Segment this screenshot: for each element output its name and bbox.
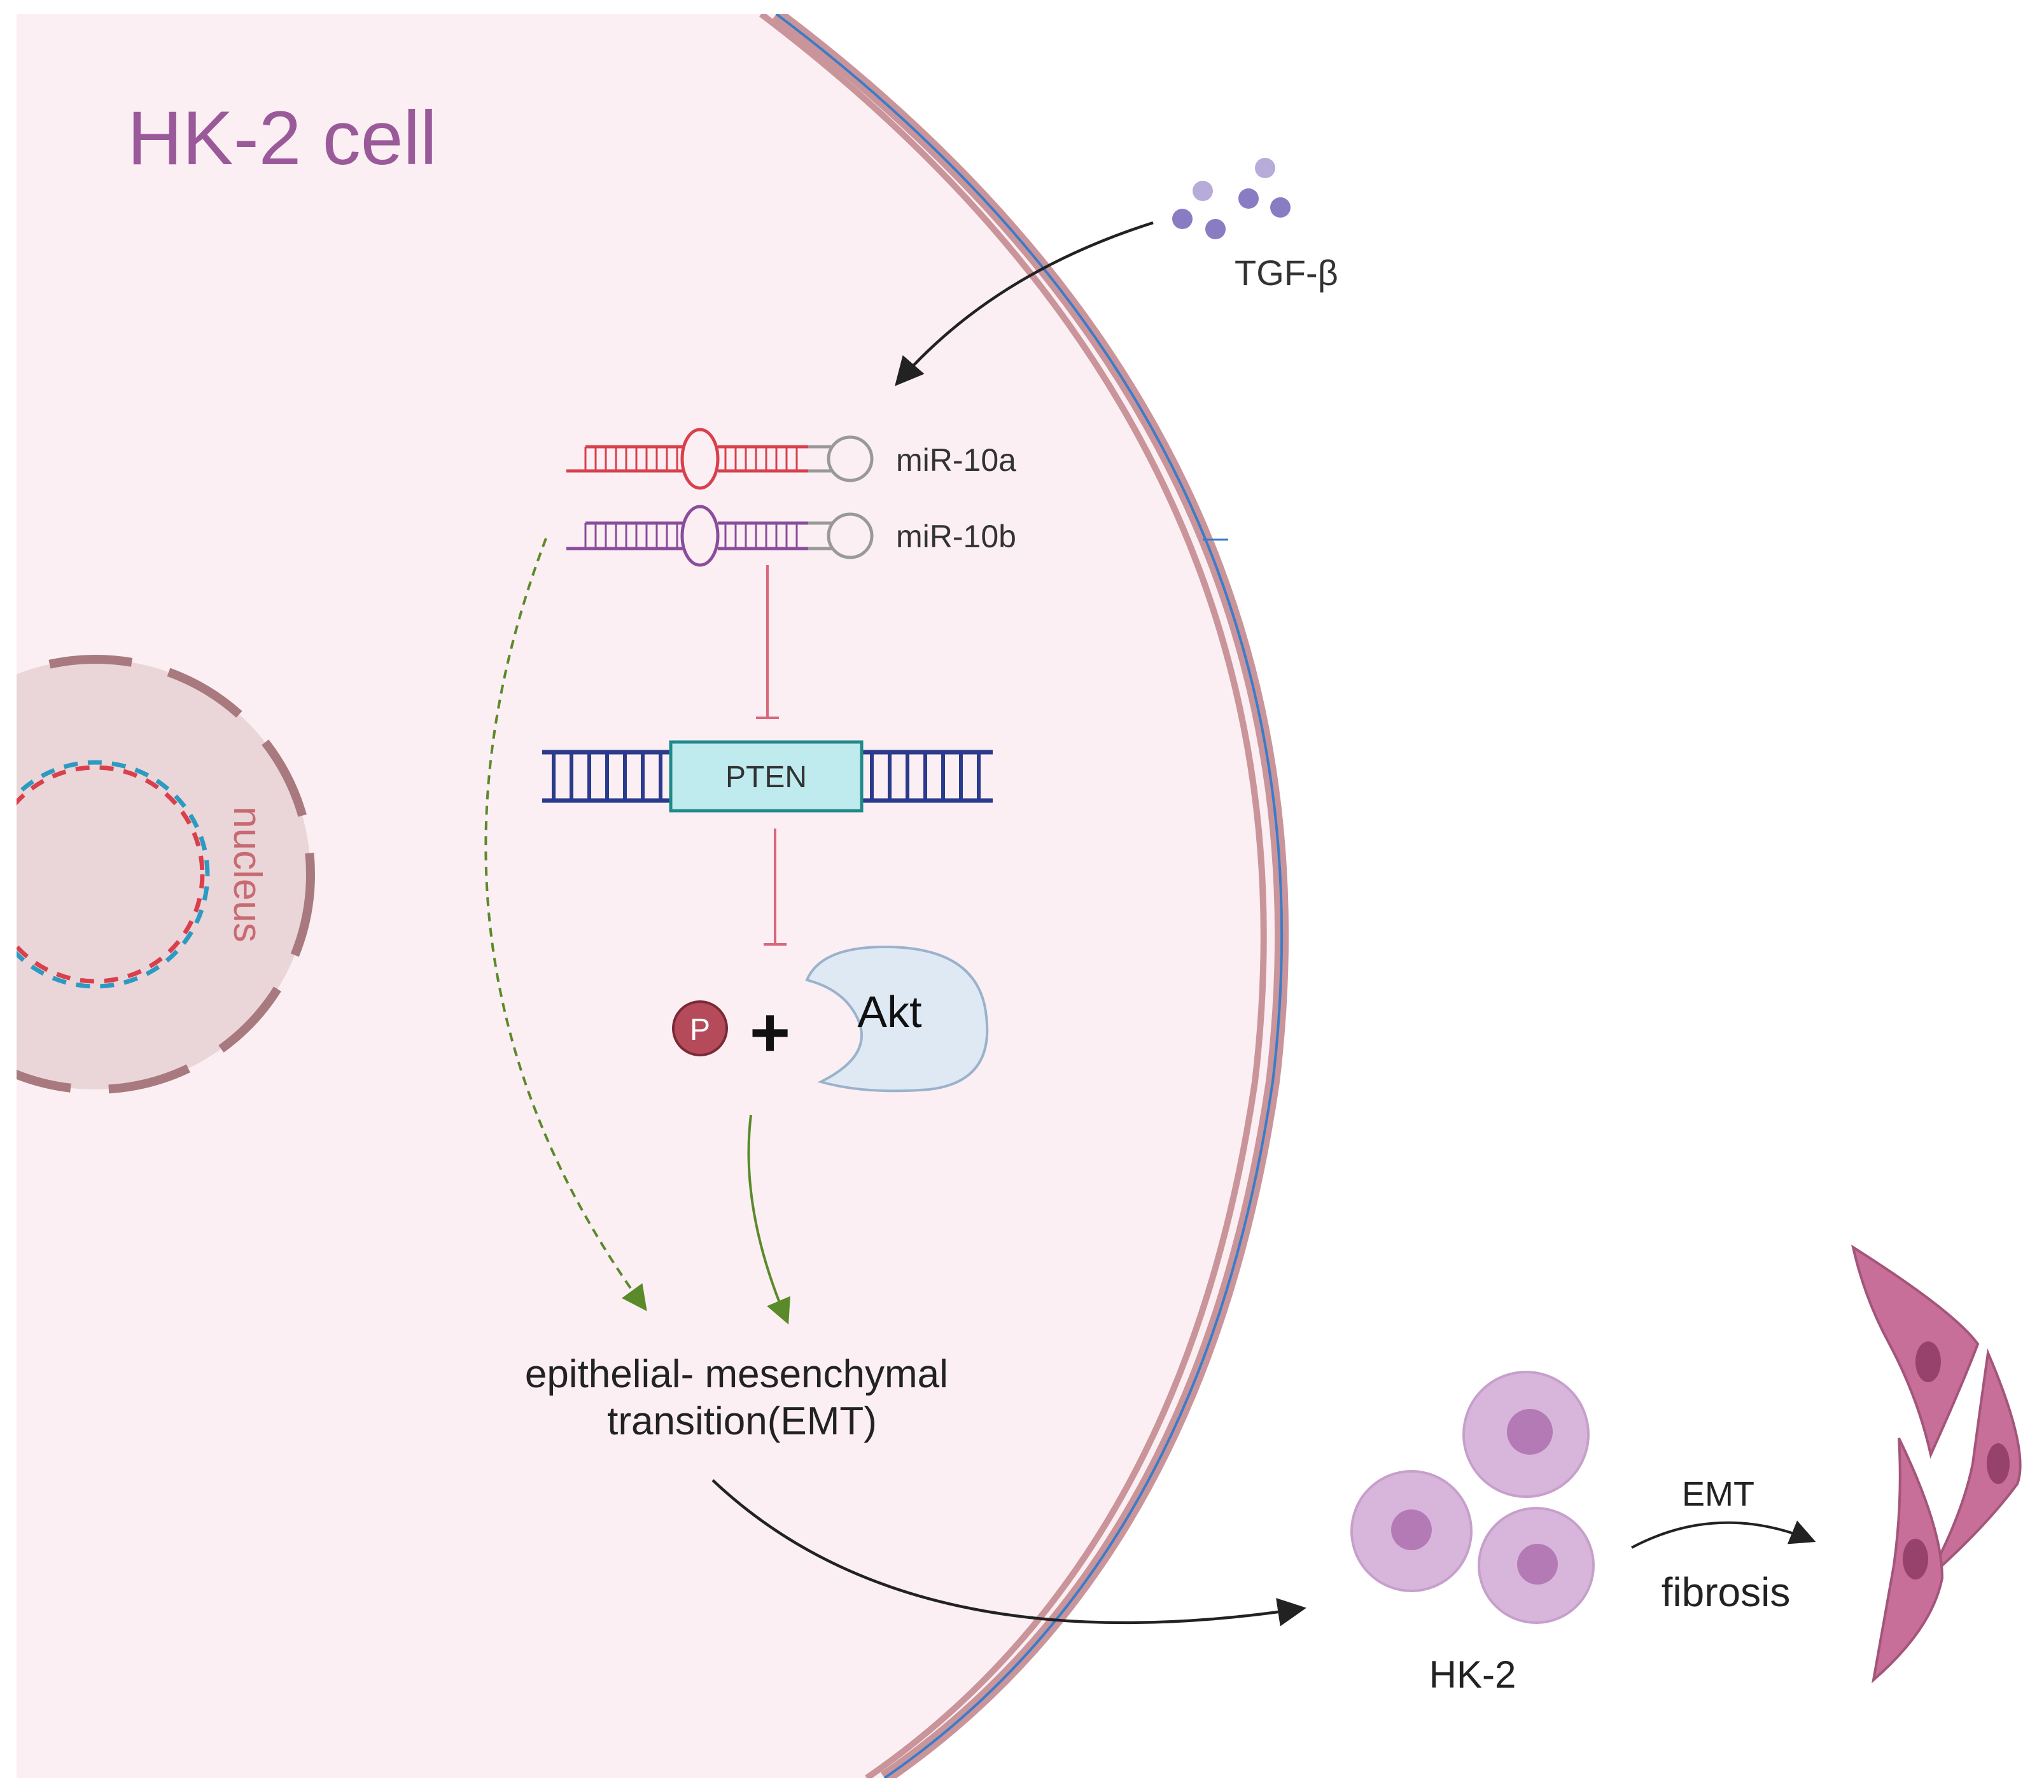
activation-arrow-mir-emt-dashed xyxy=(484,538,647,1312)
dna-strand-red xyxy=(17,765,205,984)
mir-10b-hairpin: miR-10b xyxy=(566,505,1016,567)
phosphate-icon xyxy=(672,1000,728,1056)
activation-arrow-akt-emt xyxy=(747,1114,790,1325)
ligand-dot xyxy=(1205,219,1226,239)
tgf-beta-arrow xyxy=(895,221,1154,386)
akt-protein-shape xyxy=(805,945,989,1093)
hk2-label: HK-2 xyxy=(1429,1653,1516,1696)
cytoplasm xyxy=(17,14,1282,1778)
nucleus: nucleus xyxy=(17,655,315,1094)
emt-process-label: epithelial- mesenchymal transition(EMT) xyxy=(525,1352,959,1443)
emt-fibrosis-arrow xyxy=(1631,1520,1816,1549)
nucleus-label: nucleus xyxy=(225,806,269,942)
ligand-dot xyxy=(1172,209,1193,229)
fibroblast-nucleus xyxy=(1915,1341,1941,1382)
fibroblast-cell xyxy=(1851,1244,1980,1459)
ligand-dot xyxy=(1270,197,1291,218)
fibrosis-label: fibrosis xyxy=(1662,1569,1791,1615)
emt-process-line-1: epithelial- mesenchymal xyxy=(525,1352,948,1396)
cell-membrane-line xyxy=(775,14,1284,1778)
hk2-nucleus xyxy=(1507,1409,1553,1455)
hk2-cell xyxy=(17,14,1289,1778)
inhibition-mir-pten xyxy=(756,565,779,719)
emt-arrow-label: EMT xyxy=(1682,1475,1754,1513)
pten-box xyxy=(669,740,864,813)
mir-10a-hairpin: miR-10a xyxy=(566,428,1016,490)
mir-10a-label: miR-10a xyxy=(896,442,1016,478)
hk2-nucleus xyxy=(1391,1509,1432,1550)
dna-strand-blue xyxy=(17,760,210,989)
cell-title: HK-2 cell xyxy=(127,95,437,181)
fibroblasts xyxy=(1851,1244,2022,1684)
phospho-akt: P + Akt xyxy=(672,945,989,1093)
fibroblast-nucleus xyxy=(1987,1443,2010,1484)
ligand-dot xyxy=(1255,158,1275,178)
cell-membrane-inner xyxy=(759,14,1267,1778)
hk2-cell-cluster: HK-2 xyxy=(1350,1371,1595,1696)
hk2-nucleus xyxy=(1517,1544,1558,1585)
ligand-dot xyxy=(1193,181,1213,201)
plus-sign: + xyxy=(750,993,790,1072)
akt-label: Akt xyxy=(857,987,921,1037)
tgf-beta: TGF-β xyxy=(1172,158,1338,293)
pten-gene: PTEN xyxy=(542,740,993,813)
fibroblast-nucleus xyxy=(1903,1539,1928,1579)
mir-10b-label: miR-10b xyxy=(896,519,1016,554)
ligand-dot xyxy=(1238,188,1259,209)
tgf-beta-label: TGF-β xyxy=(1235,253,1338,293)
inhibition-pten-akt xyxy=(764,829,787,946)
phosphate-label: P xyxy=(690,1013,710,1047)
emt-process-line-2: transition(EMT) xyxy=(607,1399,877,1443)
emt-to-hk2-arrow xyxy=(711,1479,1306,1627)
pten-label: PTEN xyxy=(725,760,807,794)
